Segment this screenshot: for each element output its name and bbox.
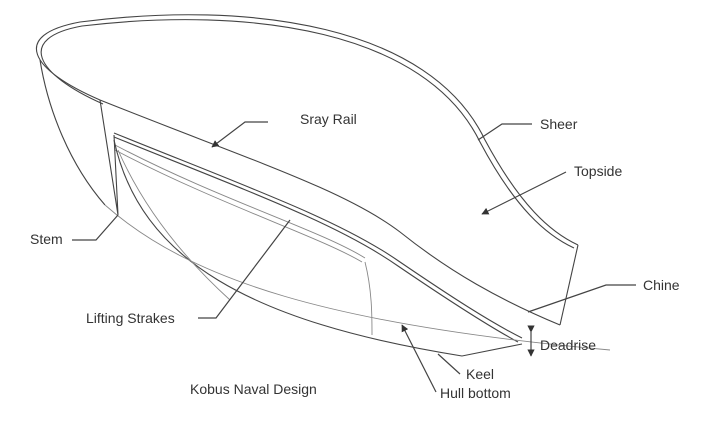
stem-line	[99, 99, 119, 216]
spray-rail-top	[99, 99, 561, 326]
spray-rail-label: Sray Rail	[300, 111, 357, 127]
spray-rail-bottom-2	[113, 136, 519, 343]
transom-edge	[559, 244, 579, 326]
topside-leader	[481, 171, 567, 215]
sheer-line	[35, 14, 579, 246]
stem-leader	[72, 214, 119, 241]
section-line	[364, 261, 373, 336]
hull-bottom-label: Hull bottom	[440, 385, 511, 401]
credit-label: Kobus Naval Design	[190, 381, 317, 397]
strake-line	[104, 204, 611, 351]
hull-lines	[35, 14, 611, 357]
sheer-label: Sheer	[540, 116, 578, 132]
spray-rail-bottom	[113, 132, 523, 339]
keel-leader	[437, 353, 461, 375]
chine-leader	[527, 284, 636, 313]
lifting-strakes-leader	[198, 219, 291, 319]
forefoot-line	[117, 149, 231, 301]
chine-label: Chine	[643, 277, 680, 293]
stem-label: Stem	[30, 231, 63, 247]
spray-rail-leader	[211, 121, 268, 148]
deadrise-label: Deadrise	[540, 337, 596, 353]
chine-line	[114, 144, 366, 259]
keel-line	[113, 139, 523, 357]
keel-label: Keel	[466, 366, 494, 382]
labels: Sray Rail Sheer Topside Stem Chine Lifti…	[30, 111, 680, 401]
sheer-leader	[477, 123, 532, 141]
leaders	[72, 121, 636, 393]
topside-label: Topside	[574, 163, 622, 179]
lifting-strakes-label: Lifting Strakes	[86, 310, 175, 326]
chine-line-2	[114, 149, 363, 263]
bow-edge	[39, 59, 106, 206]
sheer-line-inner	[40, 19, 575, 249]
hull-bottom-leader	[401, 324, 437, 393]
